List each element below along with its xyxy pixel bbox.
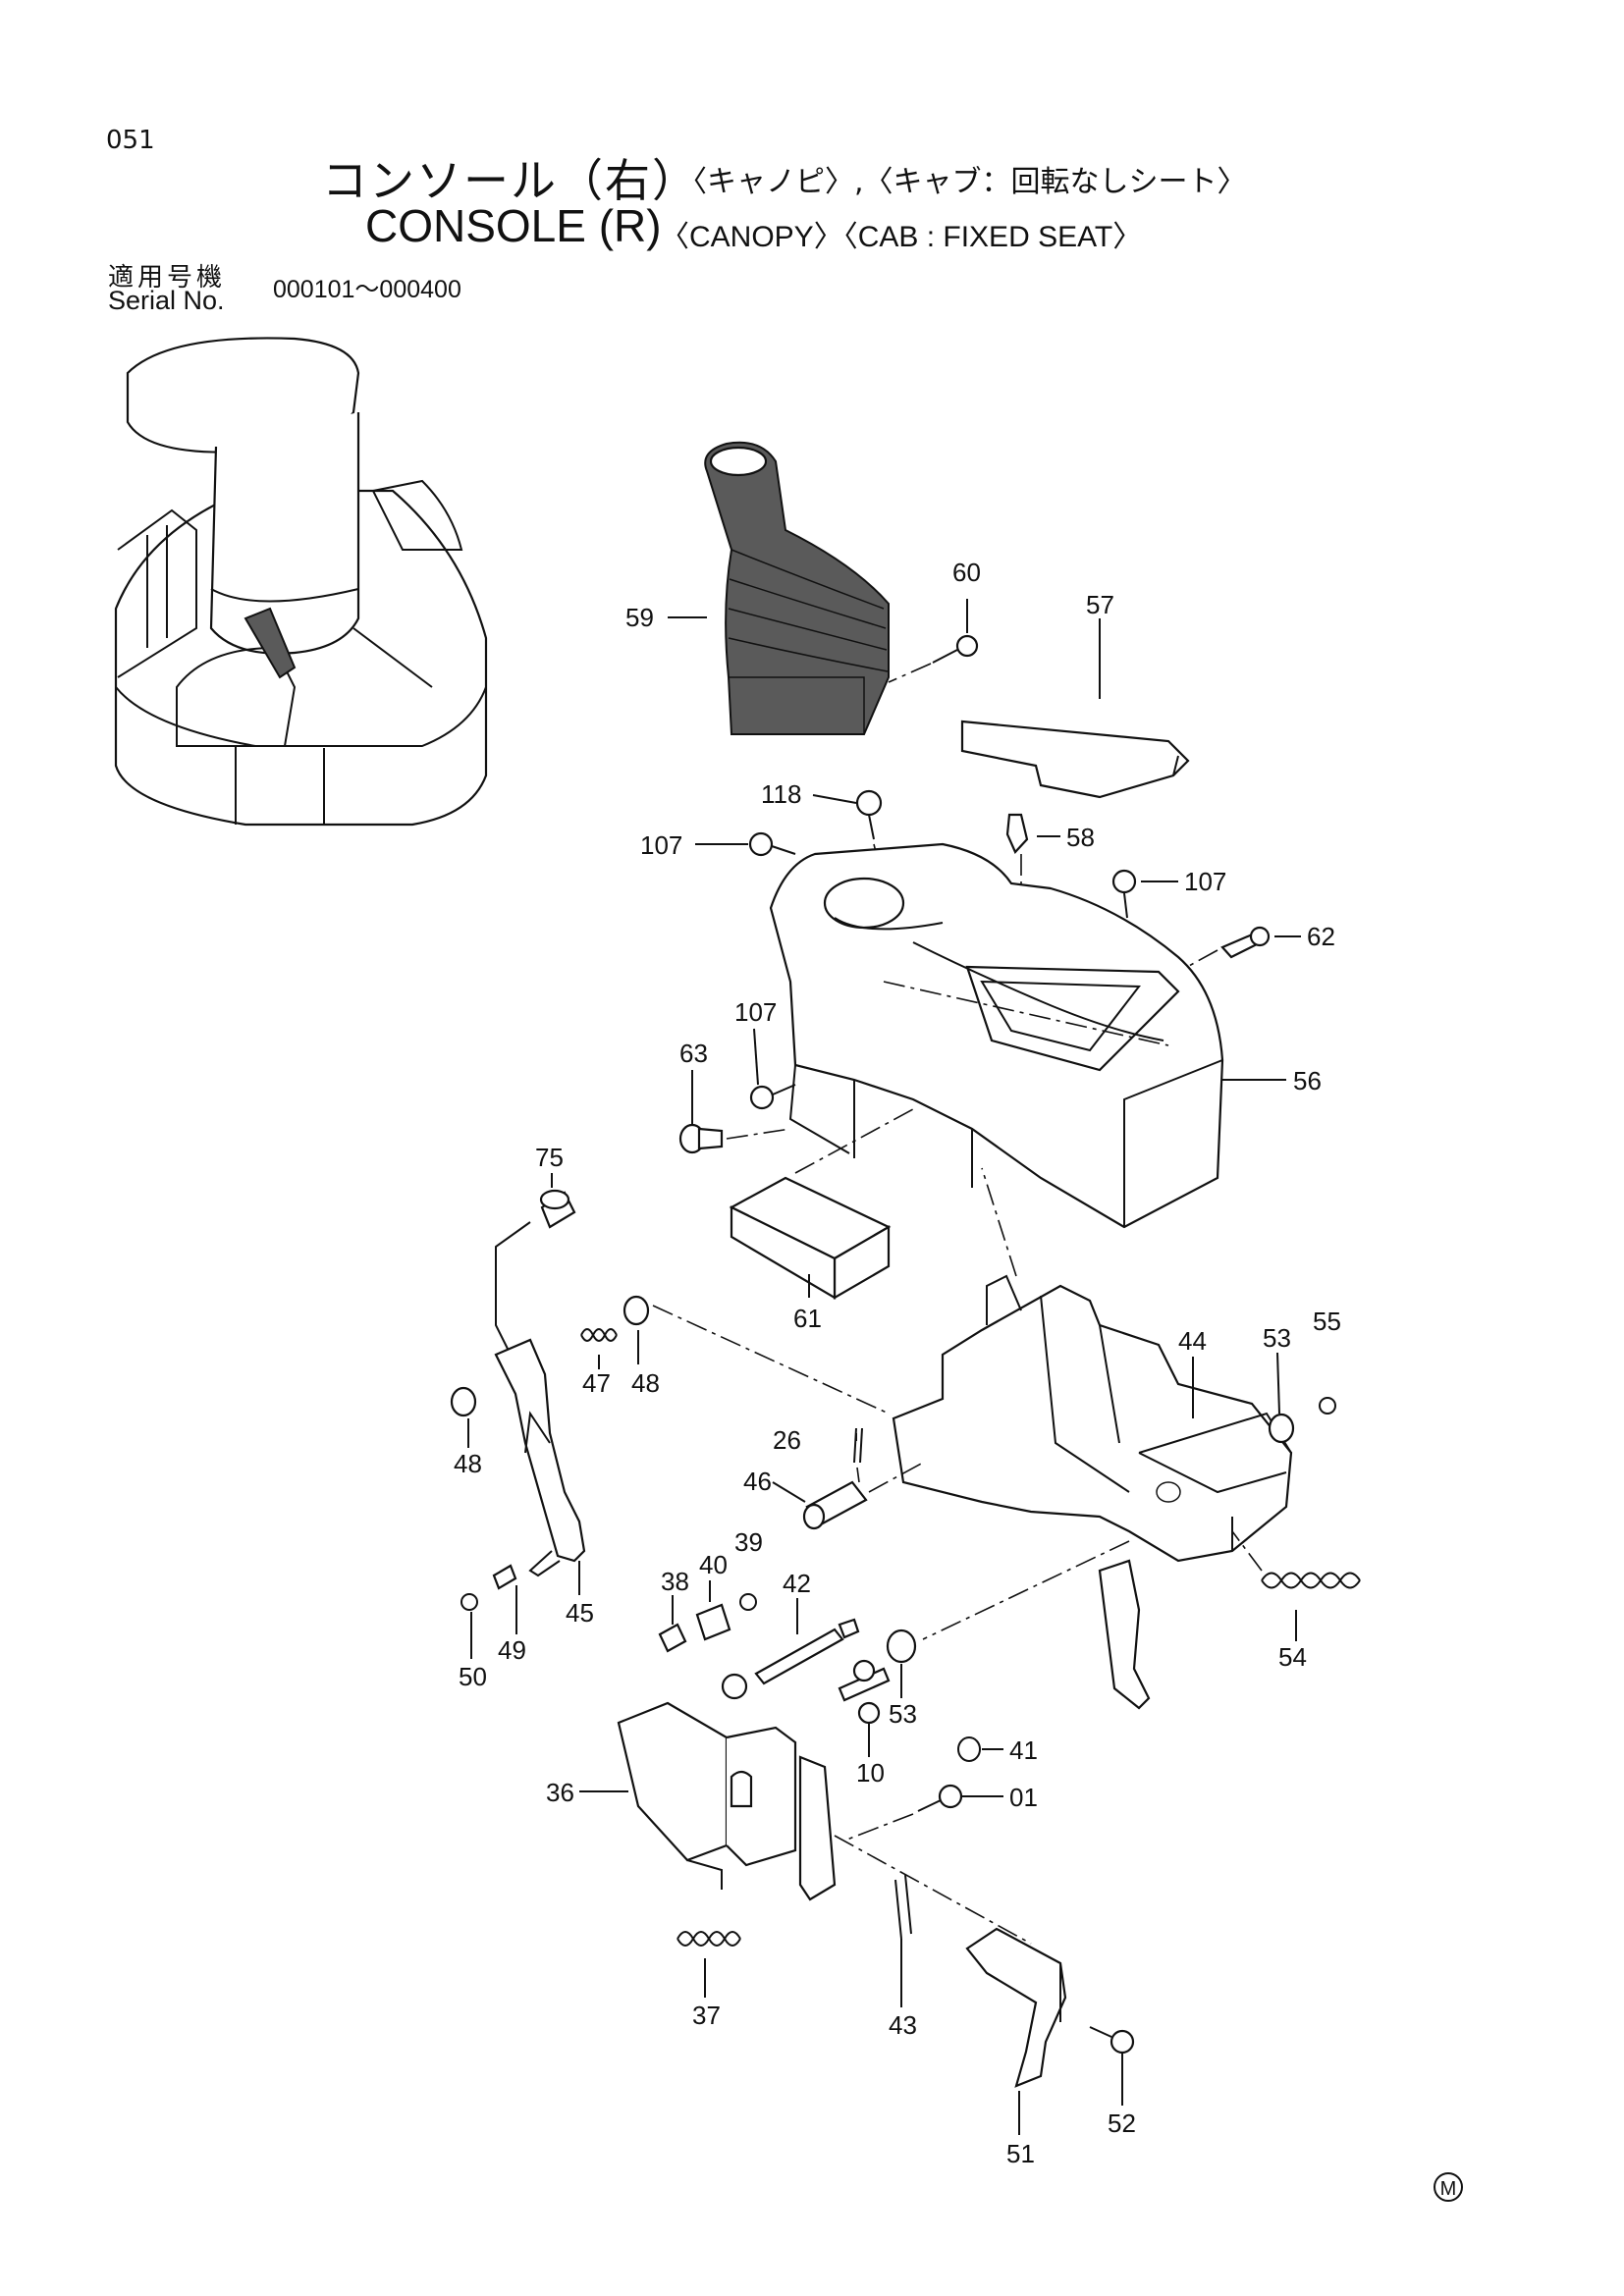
callout-55: 55 (1313, 1307, 1341, 1336)
callout-60: 60 (952, 558, 981, 587)
callout-41: 41 (1009, 1735, 1038, 1765)
m-mark: M (1434, 2172, 1463, 2202)
location-thumbnail (114, 337, 488, 827)
callout-43: 43 (889, 2010, 917, 2040)
callout-51: 51 (1006, 2139, 1035, 2168)
part-ring-39 (739, 1593, 757, 1611)
callout-63: 63 (679, 1039, 708, 1068)
callout-61: 61 (793, 1304, 822, 1333)
part-bushing-38 (658, 1623, 687, 1653)
part-lever-45 (494, 1221, 586, 1577)
part-screw-52 (1089, 2026, 1135, 2055)
callout-44: 44 (1178, 1326, 1207, 1356)
part-hook-plate (922, 1540, 1151, 1710)
callout-56: 56 (1293, 1066, 1322, 1095)
callout-107-right: 107 (1184, 867, 1226, 896)
title-japanese: コンソール（右） (322, 154, 699, 207)
part-washer-48-lower (450, 1386, 477, 1417)
callout-59: 59 (625, 603, 654, 632)
title-japanese-variant: 〈キャノピ〉,〈キャブ：回転なしシート〉 (677, 165, 1247, 199)
part-bolt-107-left (748, 831, 796, 857)
part-bushing-53-upper (1268, 1413, 1295, 1444)
callout-52: 52 (1108, 2109, 1136, 2138)
callout-47: 47 (582, 1368, 611, 1398)
callout-107-left: 107 (640, 830, 682, 860)
part-pin-49 (492, 1564, 517, 1590)
part-pin-43 (834, 1835, 1032, 1945)
callout-62: 62 (1307, 922, 1335, 951)
part-sleeve-75 (539, 1189, 576, 1229)
serial-label-english: Serial No. (108, 286, 225, 315)
part-main-bracket (892, 1167, 1293, 1563)
part-washer-41 (957, 1736, 981, 1762)
callout-57: 57 (1086, 590, 1114, 619)
part-bolt-01 (843, 1784, 963, 1842)
part-ring-50 (460, 1593, 478, 1611)
page-number: 051 (106, 126, 155, 155)
callout-38: 38 (661, 1567, 689, 1596)
callout-26: 26 (773, 1425, 801, 1455)
leader-lines (467, 599, 1301, 2135)
part-cover-plate (960, 720, 1190, 799)
callout-53-upper: 53 (1263, 1323, 1291, 1353)
callout-49: 49 (498, 1635, 526, 1665)
part-rubber-boot (704, 441, 890, 735)
part-screw-60 (888, 634, 979, 683)
part-bushing-40 (695, 1603, 731, 1641)
callout-36: 36 (546, 1778, 574, 1807)
part-console-housing (769, 842, 1224, 1229)
serial-label-japanese: 適用号機 (108, 263, 227, 293)
callout-75: 75 (535, 1143, 564, 1172)
m-mark-letter: M (1440, 2178, 1457, 2200)
callout-50: 50 (459, 1662, 487, 1691)
callout-58: 58 (1066, 823, 1095, 852)
part-bracket-36 (617, 1659, 891, 1901)
callout-48-lower: 48 (454, 1449, 482, 1478)
part-spring-37 (677, 1931, 741, 1947)
callout-53-lower: 53 (889, 1699, 917, 1729)
part-bolt-107-lower (749, 1084, 796, 1110)
callout-45: 45 (566, 1598, 594, 1628)
part-bushing-53-lower (886, 1629, 917, 1664)
part-ring-55 (1319, 1397, 1336, 1415)
part-cover-51 (965, 1927, 1067, 2088)
callout-107-lower: 107 (734, 997, 777, 1027)
callout-labels: 59 60 57 118 58 107 107 62 107 56 63 75 … (454, 558, 1341, 2168)
callout-39: 39 (734, 1527, 763, 1557)
part-spring-54 (1231, 1530, 1361, 1589)
callout-54: 54 (1278, 1642, 1307, 1672)
callout-118: 118 (761, 779, 801, 809)
callout-37: 37 (692, 2001, 721, 2030)
part-pin-62 (1177, 926, 1271, 973)
serial-range: 000101～000400 (273, 276, 461, 303)
callout-40: 40 (699, 1550, 728, 1579)
title-english: CONSOLE (R) (365, 200, 662, 251)
part-washer-48-upper (623, 1295, 890, 1415)
part-pin-46 (802, 1462, 924, 1530)
callout-01: 01 (1009, 1783, 1038, 1812)
part-knob-63 (678, 1123, 791, 1154)
callout-42: 42 (783, 1569, 811, 1598)
part-spring-47 (580, 1328, 618, 1342)
part-rod-42 (721, 1618, 860, 1700)
callout-48-upper: 48 (631, 1368, 660, 1398)
callout-46: 46 (743, 1467, 772, 1496)
part-bolt-10 (857, 1701, 881, 1725)
callout-10: 10 (856, 1758, 885, 1788)
title-english-variant: 〈CANOPY〉〈CAB : FIXED SEAT〉 (660, 221, 1143, 253)
